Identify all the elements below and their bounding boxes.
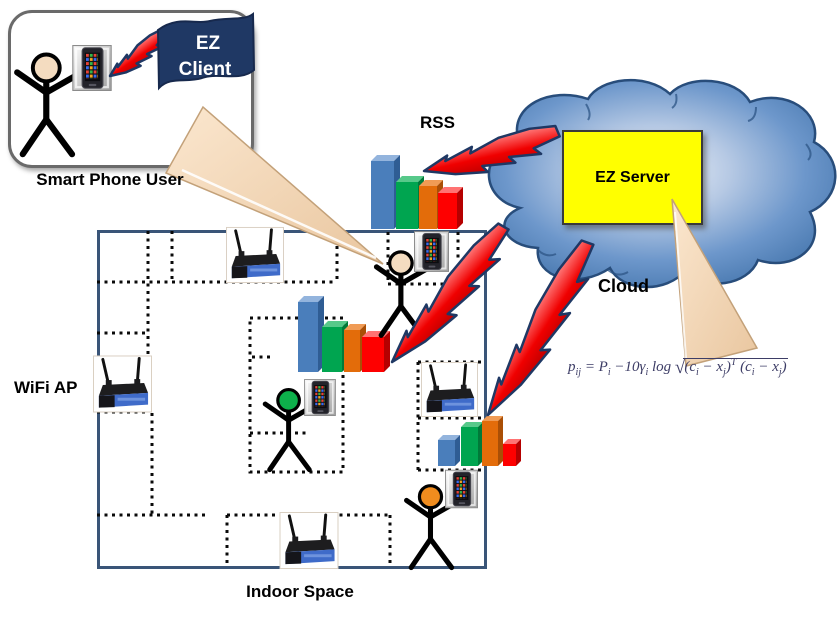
pathloss-formula: pij = Pi −10γi log √(ci − xj)T (ci − xj) [568,357,788,378]
rss-label: RSS [420,113,455,132]
wifi-router-icon [420,362,479,417]
smartphone-icon [414,231,449,272]
wifi-router-icon [93,355,152,413]
ez-server-label: EZ Server [595,168,670,186]
smartphone-icon [303,379,337,416]
cloud-label: Cloud [598,276,649,296]
smartphone-icon [445,469,478,509]
ez-client-banner: EZ Client [103,11,256,91]
wifi-ap-label: WiFi AP [14,378,78,397]
rss-bar-chart-top [371,155,463,229]
smart-phone-user-label: Smart Phone User [36,170,184,189]
indoor-space-label: Indoor Space [246,582,354,601]
ez-client-line2: Client [179,59,232,80]
wifi-router-icon [279,512,339,569]
ez-client-line1: EZ [196,33,221,54]
ez-server-box: EZ Server [562,130,703,225]
rss-bar-chart-right [438,416,521,466]
wifi-router-icon [226,226,284,284]
